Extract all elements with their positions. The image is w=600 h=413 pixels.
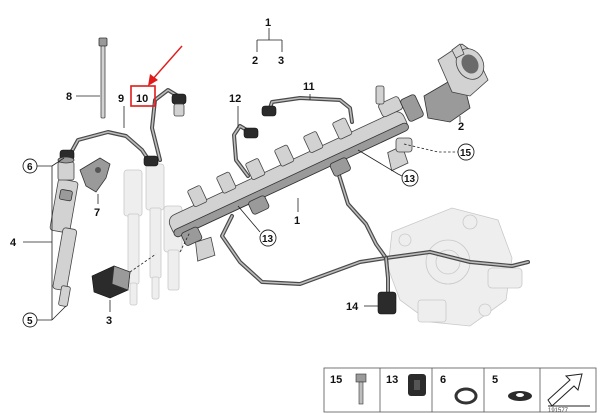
callout-4: 4 <box>10 237 17 249</box>
highlight-box <box>130 85 156 107</box>
red-arrow-shaft <box>151 45 183 81</box>
callout-13-a: 13 <box>404 174 416 185</box>
ghost-high-pressure-pump <box>387 207 523 327</box>
reference-number: 191577 <box>548 408 569 413</box>
callout-13-b: 13 <box>262 234 274 245</box>
leader-lines <box>23 28 461 321</box>
pressure-regulator <box>423 43 489 123</box>
line-nuts <box>143 93 277 167</box>
legend-bolt-icon <box>355 373 367 405</box>
callout-8: 8 <box>66 91 72 103</box>
circled-callouts: 6 5 15 13 13 <box>22 143 475 328</box>
callout-15: 15 <box>460 148 472 159</box>
callout-3-connector: 3 <box>106 315 112 327</box>
injection-lines <box>65 88 530 294</box>
legend-ring-icon <box>454 387 478 405</box>
callout-7: 7 <box>94 207 100 219</box>
callout-1-top: 1 <box>265 17 271 29</box>
callout-2-sensor: 2 <box>458 121 464 133</box>
callout-9: 9 <box>118 93 124 105</box>
callout-10: 10 <box>136 93 148 105</box>
highlight-annotation <box>130 45 183 107</box>
legend-label-6: 6 <box>440 374 446 386</box>
callout-11: 11 <box>303 81 315 93</box>
legend-arrow-icon <box>547 373 590 407</box>
callout-1-rail: 1 <box>294 215 300 227</box>
ghost-injectors <box>123 163 183 306</box>
callout-labels: 1 2 3 8 9 10 12 11 2 1 4 7 3 14 <box>10 17 464 327</box>
legend-label-13: 13 <box>386 374 398 386</box>
pipe-clip <box>377 291 397 315</box>
connector-part-3 <box>91 265 131 299</box>
callout-6: 6 <box>27 162 33 173</box>
red-arrow-head <box>148 74 158 86</box>
clamping-claw <box>79 157 111 193</box>
injector-seals <box>57 156 75 164</box>
injector <box>49 149 79 307</box>
callout-2-top: 2 <box>252 55 258 67</box>
fuel-rail <box>168 85 424 262</box>
callout-3-top: 3 <box>278 55 284 67</box>
stud-bolt <box>98 37 108 119</box>
legend-label-15: 15 <box>330 374 342 386</box>
legend-label-5: 5 <box>492 374 498 386</box>
callout-12: 12 <box>229 93 241 105</box>
legend-clip-icon <box>408 374 426 396</box>
callout-5: 5 <box>27 316 33 327</box>
callout-14: 14 <box>346 301 359 313</box>
legend-strip: 15 13 6 5 191577 <box>323 367 597 413</box>
legend-washer-icon <box>508 391 532 401</box>
